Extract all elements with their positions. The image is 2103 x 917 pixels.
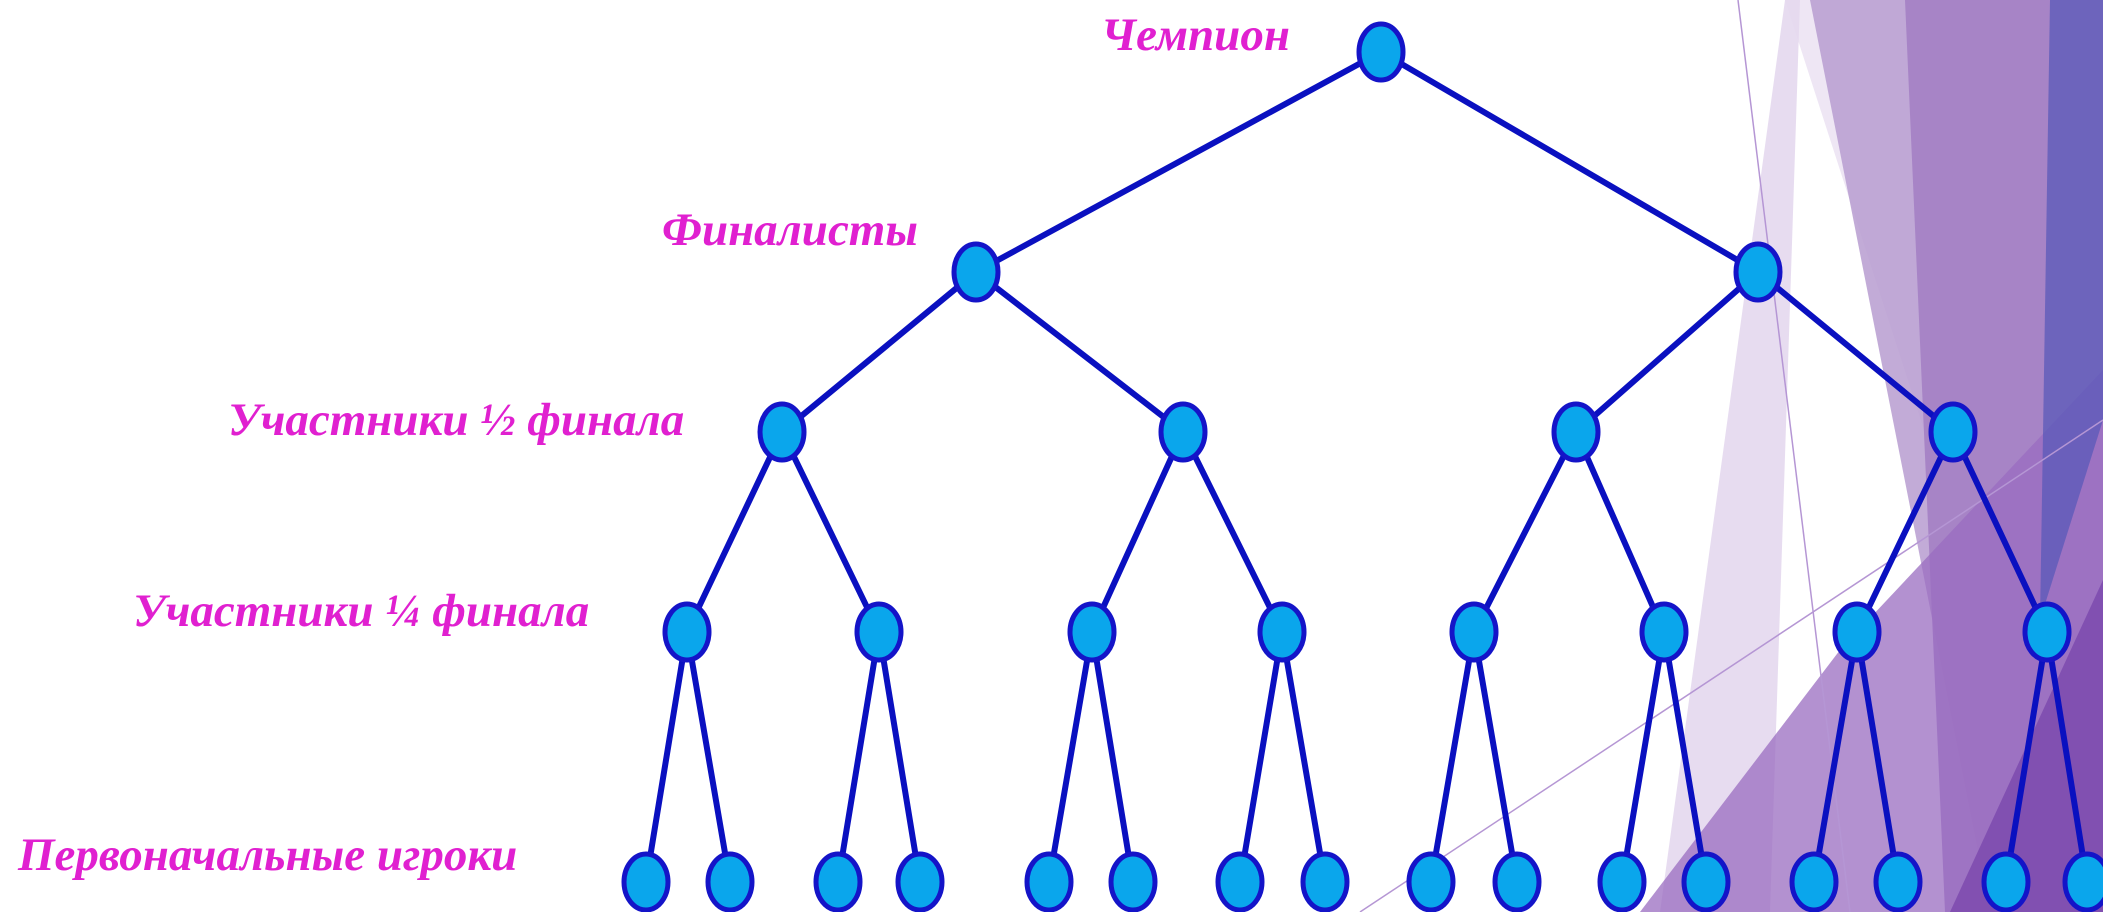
node-player-15 [1981, 851, 2031, 913]
node-player-16 [2062, 851, 2103, 913]
node-quarterfinalist-5 [1449, 601, 1499, 663]
node-player-7 [1215, 851, 1265, 913]
bracket-edge [1089, 629, 1136, 885]
node-player-3 [813, 851, 863, 913]
deco-shape-blue-edge [2040, 0, 2103, 620]
label-semifinal: Участники ½ финала [228, 394, 685, 446]
bracket-edge [1755, 269, 1956, 435]
bracket-edge [1471, 429, 1579, 635]
bracket-edges [643, 49, 2090, 885]
node-champion-1 [1356, 21, 1406, 83]
node-semifinalist-1 [757, 401, 807, 463]
bracket-edge [1089, 429, 1186, 635]
node-player-13 [1789, 851, 1839, 913]
bracket-edge [643, 629, 690, 885]
node-player-1 [621, 851, 671, 913]
label-finalists: Финалисты [662, 204, 918, 256]
node-player-2 [705, 851, 755, 913]
bracket-edge [1661, 629, 1709, 885]
node-semifinalist-2 [1158, 401, 1208, 463]
bracket-edge [1471, 629, 1520, 885]
bracket-edge [1573, 269, 1761, 435]
node-finalist-1 [951, 241, 1001, 303]
deco-thin-line [1737, 0, 1851, 913]
bracket-edge [1180, 429, 1285, 635]
node-finalist-2 [1733, 241, 1783, 303]
node-player-4 [895, 851, 945, 913]
bracket-edge [2044, 629, 2090, 885]
bracket-edge [779, 269, 979, 435]
deco-shape-pale-band [1660, 0, 1800, 912]
bracket-edge [1573, 429, 1667, 635]
bracket-edge [779, 429, 882, 635]
bracket-edge [876, 629, 923, 885]
bracket-edge [684, 429, 785, 635]
label-quarterfinal: Участники ¼ финала [133, 585, 590, 637]
bracket-edge [1950, 429, 2050, 635]
bracket-edge [1237, 629, 1285, 885]
bracket-edge [1854, 429, 1956, 635]
node-player-14 [1873, 851, 1923, 913]
bracket-edge [2003, 629, 2050, 885]
label-initial-players: Первоначальные игроки [18, 829, 518, 881]
node-quarterfinalist-8 [2022, 601, 2072, 663]
deco-thin-diagonal [1359, 419, 2103, 913]
bracket-edge [1811, 629, 1860, 885]
bracket-edge [1619, 629, 1667, 885]
bracket-nodes [621, 21, 2103, 913]
node-quarterfinalist-3 [1067, 601, 1117, 663]
node-player-12 [1681, 851, 1731, 913]
bracket-edge [1046, 629, 1095, 885]
node-player-11 [1597, 851, 1647, 913]
decorative-background [1359, 0, 2103, 913]
bracket-edge [835, 629, 882, 885]
bracket-edge [1378, 49, 1761, 275]
node-semifinalist-4 [1928, 401, 1978, 463]
node-quarterfinalist-1 [662, 601, 712, 663]
bracket-edge [1428, 629, 1477, 885]
node-quarterfinalist-4 [1257, 601, 1307, 663]
node-player-9 [1406, 851, 1456, 913]
node-player-5 [1024, 851, 1074, 913]
bracket-edge [1279, 629, 1328, 885]
bracket-edge [973, 49, 1384, 275]
node-semifinalist-3 [1551, 401, 1601, 463]
bracket-edge [684, 629, 733, 885]
node-player-10 [1492, 851, 1542, 913]
node-player-6 [1108, 851, 1158, 913]
node-quarterfinalist-7 [1832, 601, 1882, 663]
node-quarterfinalist-2 [854, 601, 904, 663]
bracket-edge [973, 269, 1186, 435]
node-quarterfinalist-6 [1639, 601, 1689, 663]
bracket-edge [1854, 629, 1901, 885]
node-player-8 [1300, 851, 1350, 913]
label-champion: Чемпион [1101, 9, 1290, 61]
